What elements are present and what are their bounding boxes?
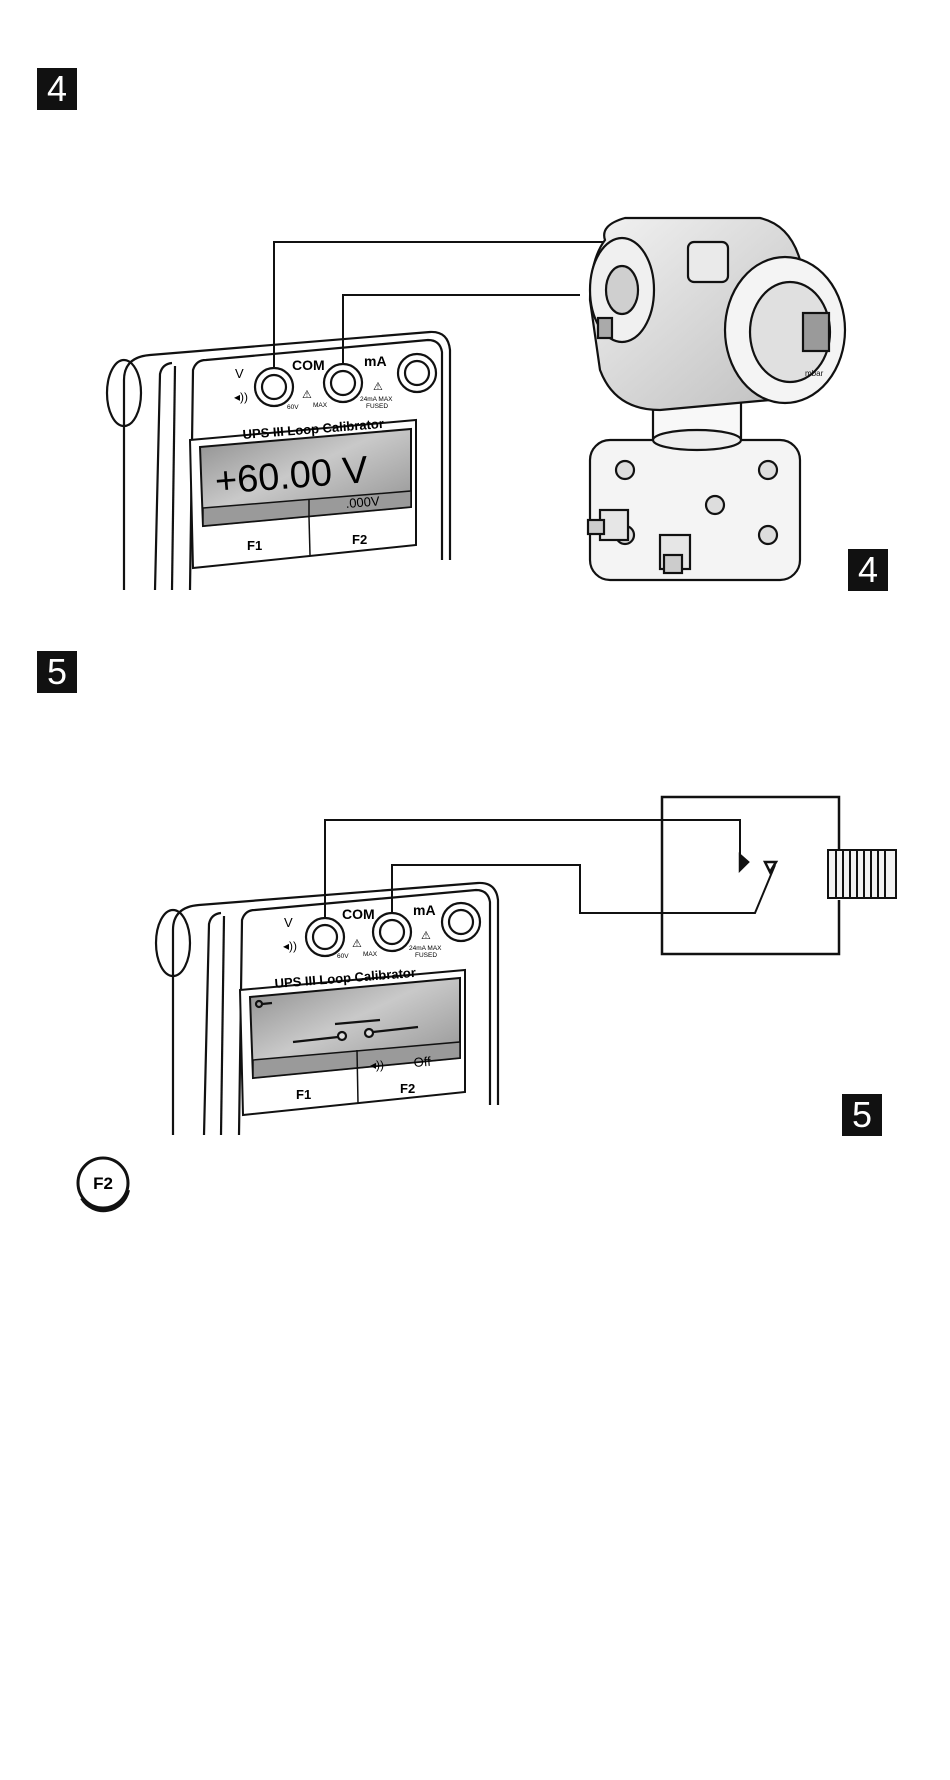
warning-icon: ⚠ (302, 389, 312, 401)
terminal-com-label: COM (342, 906, 375, 922)
softkey-f1-label-5: F1 (296, 1087, 311, 1102)
rating-ma-fused-label: FUSED (415, 952, 437, 959)
f2-key-button: F2 (78, 1158, 128, 1210)
buzzer-icon: ◂)) (234, 390, 248, 404)
softkey-f1-label-4: F1 (247, 538, 262, 553)
f2-key-label: F2 (93, 1174, 113, 1193)
warning-icon: ⚠ (373, 381, 383, 393)
warning-icon: ⚠ (352, 938, 362, 950)
warning-icon: ⚠ (421, 930, 431, 942)
pressure-port (828, 850, 896, 898)
rating-v-max-label: MAX (363, 951, 378, 958)
terminal-v-label: V (235, 366, 244, 381)
f2-state-label: Off (413, 1054, 432, 1070)
rating-ma-label: 24mA MAX (409, 945, 442, 952)
terminal-com-label: COM (292, 357, 325, 373)
softkey-f2-label-5: F2 (400, 1081, 415, 1096)
lcd-sub-reading: .000V (345, 493, 380, 511)
rating-ma-label: 24mA MAX (360, 396, 393, 403)
rating-v-max-label: MAX (313, 402, 328, 409)
buzzer-icon: ◂)) (283, 939, 297, 953)
step-4-figure: V ◂)) COM mA ⚠ 60V MAX ⚠ 24mA MAX FUSED … (107, 218, 845, 590)
terminal-ma-label: mA (364, 353, 387, 369)
terminal-v-label: V (284, 915, 293, 930)
transmitter-brand: mbar (805, 369, 824, 378)
softkey-f2-label-4: F2 (352, 532, 367, 547)
terminal-ma-label: mA (413, 902, 436, 918)
wire-com-5 (325, 820, 740, 918)
pressure-transmitter: mbar (588, 218, 845, 580)
rating-v-label: 60V (337, 953, 349, 960)
terminals-4 (255, 354, 436, 406)
rating-v-label: 60V (287, 404, 299, 411)
speaker-icon: ◂)) (370, 1058, 384, 1072)
step-5-figure: V ◂)) COM mA ⚠ 60V MAX ⚠ 24mA MAX FUSED … (156, 797, 900, 1135)
rating-ma-fused-label: FUSED (366, 403, 388, 410)
